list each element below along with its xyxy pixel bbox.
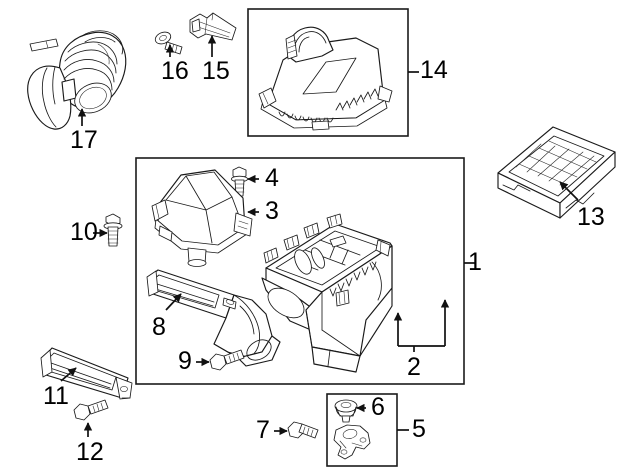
- part-15-retainer-clip-bracket: [189, 12, 237, 41]
- part-14-air-cleaner-cover-complete: [258, 26, 393, 131]
- part-6-rubber-insulator-grommet: [334, 399, 358, 423]
- callout-number-5: 5: [412, 415, 426, 443]
- leader-2: [393, 299, 450, 352]
- part-11-fresh-air-inlet-tube: [40, 347, 133, 400]
- callout-number-2: 2: [407, 353, 421, 381]
- callout-number-1: 1: [468, 248, 482, 276]
- callout-number-15: 15: [202, 57, 230, 85]
- callout-number-16: 16: [161, 57, 189, 85]
- callout-number-11: 11: [43, 382, 69, 410]
- part-5-mount-bracket: [333, 424, 371, 460]
- part-3-air-cleaner-cover-upper: [151, 169, 253, 267]
- callout-number-17: 17: [70, 126, 98, 154]
- part-8-air-inlet-duct-resonator: [146, 269, 281, 367]
- callout-number-4: 4: [265, 164, 279, 192]
- leader-13: [559, 181, 579, 201]
- part-13-air-filter-element: [497, 126, 616, 219]
- callout-number-13: 13: [577, 203, 605, 231]
- callout-number-14: 14: [420, 56, 448, 84]
- callout-number-8: 8: [152, 313, 166, 341]
- part-12-inlet-tube-bolt: [73, 399, 109, 421]
- group-box-1: [135, 157, 465, 385]
- air-cleaner-lower-housing: [261, 213, 393, 373]
- part-17-air-intake-hose: [27, 30, 127, 130]
- part-9-duct-bolt: [209, 349, 245, 371]
- leader-11: [60, 367, 77, 382]
- callout-number-12: 12: [76, 438, 104, 466]
- callout-number-6: 6: [371, 393, 385, 421]
- part-16-retainer-screw: [154, 31, 183, 55]
- callout-number-10: 10: [70, 218, 98, 246]
- part-7-bracket-bolt: [287, 421, 319, 439]
- callout-number-3: 3: [265, 197, 279, 225]
- part-10-housing-screw: [103, 213, 123, 247]
- callout-number-9: 9: [178, 347, 192, 375]
- callout-number-7: 7: [256, 416, 270, 444]
- leader-8: [165, 293, 182, 311]
